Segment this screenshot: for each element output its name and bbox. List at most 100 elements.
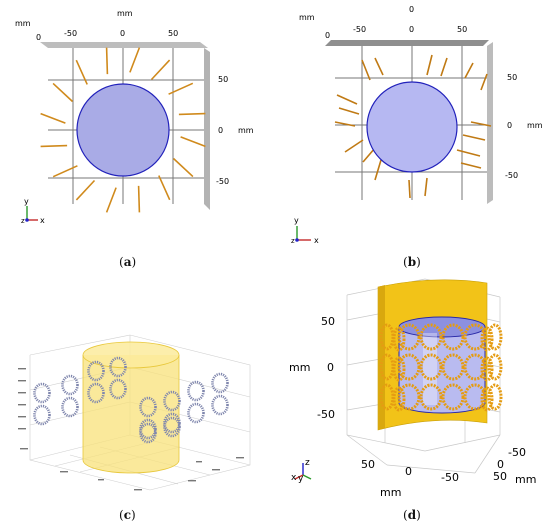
caption-b: (b) [403,255,421,269]
caption-a: (a) [119,255,137,269]
y-tick-neg50: -50 [508,446,526,459]
rod [168,82,194,95]
triad-y: y [298,474,304,484]
rod [75,179,96,201]
right-tick-0: 0 [507,121,512,130]
z-tick-50: 50 [321,315,335,328]
ring [463,353,487,381]
ring [463,323,487,351]
triad-x: x [314,236,319,245]
top-zero-label: 0 [36,33,41,42]
right-axis-slab [204,48,210,210]
right-tick-neg50: -50 [505,171,518,180]
top-tick-50: 50 [457,25,467,34]
rod [105,187,117,213]
panel-b: mm 0 -50 0 0 50 50 0 mm -50 y x z (b) [275,0,550,275]
z-tick-0: 0 [327,361,334,374]
ring [419,383,443,411]
ring [392,326,406,352]
ring [379,383,395,411]
rod [129,47,141,73]
ring [139,422,157,444]
rod [426,54,433,76]
ring [480,386,494,412]
top-zero-label: 0 [325,31,330,40]
triad-z: z [21,217,25,225]
ring [397,323,421,351]
z-tick-neg50: -50 [317,408,335,421]
rod [344,139,364,153]
ring [487,353,503,381]
y-tick-50: 50 [493,470,507,483]
ring [379,323,395,351]
panel-d: 50 0 -50 mm 50 0 -50 mm -50 0 50 mm z x … [275,275,550,524]
rod [361,59,371,81]
rod [137,185,141,213]
ring [61,396,79,418]
triad-x: x [40,216,45,225]
rod [52,82,74,103]
unit-topleft-label: mm [299,13,315,22]
right-tick-50: 50 [507,73,517,82]
ring-arrays [33,356,229,444]
ring [487,323,503,351]
ring [441,353,465,381]
rod [178,112,206,116]
axis-tick-marks [18,368,244,491]
ring [480,326,494,352]
panel-d-figure: 50 0 -50 mm 50 0 -50 mm -50 0 50 mm z x … [289,278,536,499]
ring [109,378,127,400]
ring [61,374,79,396]
axis-triad: y x z [21,197,45,225]
ring [33,382,51,404]
right-tick-50: 50 [218,75,228,84]
rods [40,47,206,213]
ring [480,356,494,382]
top-tick-0-upper: 0 [409,5,414,14]
panel-a-figure: mm mm 0 -50 0 50 50 0 mm -50 y x z [15,9,254,225]
ring [33,404,51,426]
ring [139,396,157,418]
cylinder-cross-section [76,83,170,177]
cylinder [82,341,180,474]
panel-a: mm mm 0 -50 0 50 50 0 mm -50 y x z (a) [0,0,275,275]
rod [338,107,360,115]
unit-top-label: mm [117,9,133,18]
right-tick-0: 0 [218,126,223,135]
rod [374,57,384,76]
ring [163,416,181,438]
rod [40,144,68,148]
rod [40,112,66,124]
caption-c: (c) [119,508,136,522]
triad-z: z [291,237,295,245]
rod [336,94,358,105]
rod [75,59,88,85]
x-tick-0: 0 [405,465,412,478]
axis-triad: y x z [291,216,319,245]
ring [87,382,105,404]
right-tick-neg50: -50 [216,177,229,186]
rod [464,62,474,79]
ring [441,383,465,411]
ring [441,323,465,351]
rod [408,179,411,199]
ring [379,353,395,381]
panel-c-figure [18,334,251,491]
panel-b-figure: mm 0 -50 0 0 50 50 0 mm -50 y x z [291,5,543,245]
top-tick-0: 0 [409,25,414,34]
top-tick-neg50: -50 [353,25,366,34]
rod [150,59,171,81]
top-tick-neg50: -50 [64,29,77,38]
x-tick-neg50: -50 [441,471,459,484]
cylinder-cross-section [366,81,458,173]
ring [419,353,443,381]
panel-c: (c) [0,275,275,524]
ring [163,390,181,412]
rod [105,47,109,75]
ring [211,394,229,416]
unit-topleft-label: mm [15,19,31,28]
y-unit-label: mm [515,473,536,486]
top-tick-0: 0 [120,29,125,38]
triad-x: x [291,473,297,483]
rod [480,73,488,91]
